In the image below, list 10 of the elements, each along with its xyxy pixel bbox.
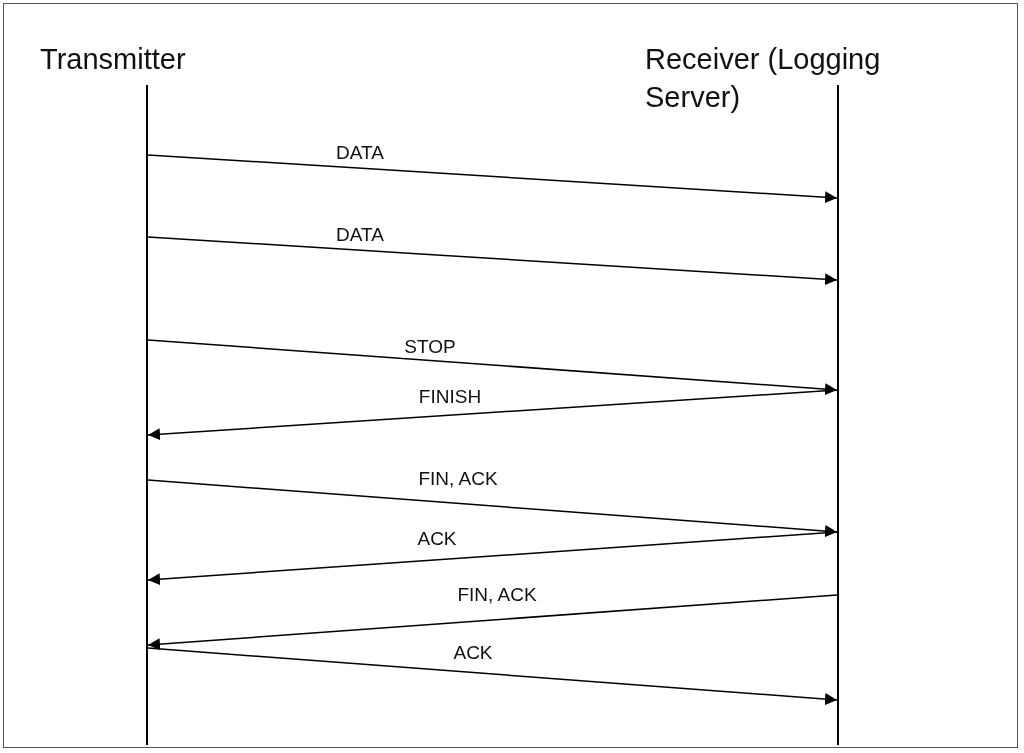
- message-arrow: [147, 236, 838, 286]
- message-arrow: [147, 389, 838, 441]
- lifeline-heading: Receiver (Logging Server): [645, 42, 882, 115]
- message-arrow: [147, 154, 838, 204]
- message-arrow: [147, 594, 838, 651]
- lifeline: [837, 85, 839, 745]
- message-arrow: [147, 531, 838, 586]
- message-arrow: [147, 647, 838, 706]
- lifeline-heading: Transmitter: [40, 42, 187, 77]
- lifeline: [146, 85, 148, 745]
